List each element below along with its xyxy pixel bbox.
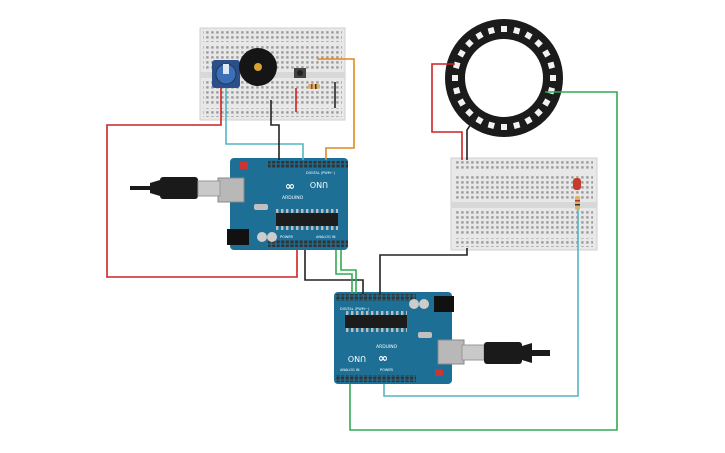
bottom-digital-label: DIGITAL (PWM~) — [340, 307, 370, 311]
top-uno-label: UNO — [310, 180, 328, 189]
ring-pixel — [475, 116, 484, 125]
svg-text:∞: ∞ — [285, 179, 295, 193]
neopixel-ring — [445, 19, 563, 137]
ring-pixel — [547, 61, 555, 69]
bottom-analog-label: ANALOG IN — [340, 368, 360, 372]
wire-black-4 — [379, 248, 468, 294]
wire-green-1 — [349, 91, 618, 431]
breadboard-2 — [450, 157, 598, 251]
ring-pixel — [513, 121, 521, 129]
resistor-1 — [308, 84, 320, 89]
ring-pixel — [465, 39, 474, 48]
wire-green-3 — [340, 250, 357, 294]
wire-cyan-1 — [225, 88, 304, 160]
bottom-brand-label: ARDUINO — [376, 344, 398, 350]
ring-pixel — [542, 49, 551, 58]
svg-text:∞: ∞ — [378, 351, 388, 365]
ring-pixel — [550, 75, 556, 81]
ring-pixel — [524, 31, 533, 40]
wire-black-5 — [304, 250, 364, 294]
bottom-uno-label: UNO — [348, 354, 366, 363]
led — [573, 178, 581, 190]
ring-pixel — [452, 75, 458, 81]
top-brand-label: ARDUINO — [282, 195, 304, 201]
ring-pixel — [487, 27, 495, 35]
ring-pixel — [457, 49, 466, 58]
potentiometer — [212, 60, 240, 88]
usb-cable-bottom — [461, 342, 550, 364]
ring-pixel — [513, 27, 521, 35]
ring-pixel — [501, 124, 507, 130]
top-analog-label: ANALOG IN — [316, 235, 336, 239]
ring-pixel — [487, 121, 495, 129]
ring-pixel — [501, 26, 507, 32]
wire-red-1 — [106, 88, 298, 278]
wire-green-2 — [335, 250, 353, 294]
arduino-top: ∞ UNO ARDUINO DIGITAL (PWM~) ANALOG IN P… — [217, 158, 348, 250]
wire-cyan-2 — [383, 210, 579, 397]
bottom-power-label: POWER — [380, 368, 394, 372]
wire-black-1 — [270, 100, 280, 160]
pushbutton — [294, 68, 306, 78]
wires — [106, 58, 618, 431]
top-digital-label: DIGITAL (PWM~) — [306, 171, 336, 175]
ring-pixel — [542, 98, 551, 107]
ring-pixel — [457, 98, 466, 107]
wire-black-3 — [466, 117, 476, 160]
top-power-label: POWER — [280, 235, 294, 239]
arduino-bottom: ∞ UNO ARDUINO DIGITAL (PWM~) ANALOG IN P… — [334, 292, 465, 384]
ring-pixel — [453, 87, 461, 95]
ring-pixel — [475, 31, 484, 40]
usb-cable-top — [130, 177, 221, 199]
ring-pixel — [524, 116, 533, 125]
resistor-2 — [575, 196, 580, 210]
ring-pixel — [465, 108, 474, 117]
wire-orange-1 — [317, 58, 355, 160]
wire-red-3 — [431, 63, 463, 160]
buzzer — [239, 48, 277, 86]
